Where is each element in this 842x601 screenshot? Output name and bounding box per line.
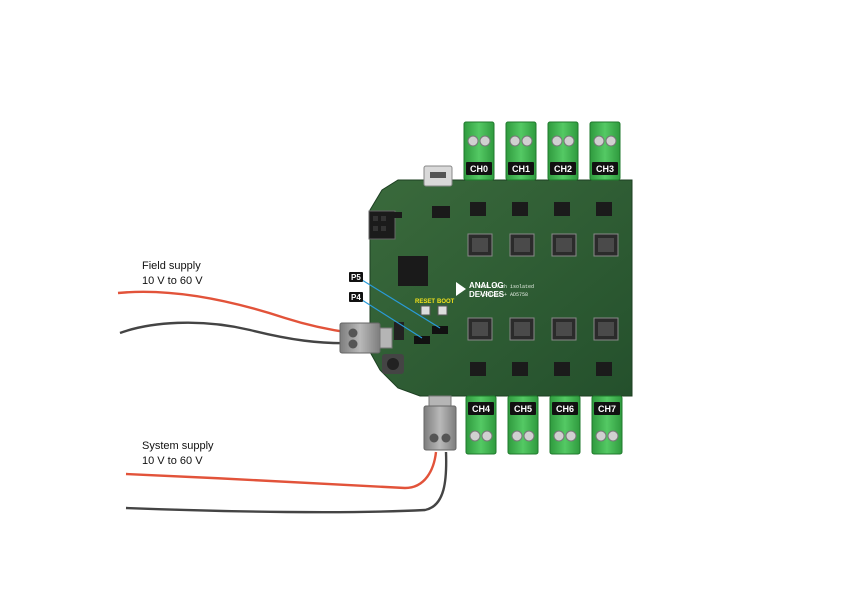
p4-callout-line	[361, 299, 423, 339]
reset-label: RESET	[415, 299, 435, 305]
p5-callout-line	[361, 279, 441, 329]
field-supply-title: Field supply	[142, 260, 201, 272]
field-supply-connector[interactable]	[339, 322, 393, 354]
ch3-label: CH3	[596, 164, 614, 174]
field-supply-range: 10 V to 60 V	[142, 275, 203, 287]
terminal-ch7[interactable]: CH7	[591, 395, 623, 455]
system-supply-range: 10 V to 60 V	[142, 455, 203, 467]
ch2-label: CH2	[554, 164, 572, 174]
analog-devices-logo-icon	[456, 282, 466, 296]
p4-tag	[349, 292, 363, 302]
field-supply-black-wire	[119, 321, 353, 345]
ch0-label: CH0	[470, 164, 488, 174]
terminal-ch3[interactable]: CH3	[589, 121, 621, 181]
system-supply-black-wire	[125, 451, 448, 514]
silkscreen-line-2: ADP1031 + AD5758	[480, 292, 528, 298]
p4-jumper	[414, 336, 430, 344]
ch5-label: CH5	[514, 404, 532, 414]
boot-button[interactable]	[437, 305, 448, 316]
p5-jumper	[432, 326, 448, 334]
terminal-ch6[interactable]: CH6	[549, 395, 581, 455]
silkscreen-line-1: 8ch ch-ch isolated	[480, 284, 534, 290]
system-supply-connector[interactable]	[423, 395, 457, 451]
ch1-label: CH1	[512, 164, 530, 174]
system-supply-title: System supply	[142, 440, 214, 452]
ch4-label: CH4	[472, 404, 490, 414]
p5-tag	[349, 272, 363, 282]
p5-label: P5	[351, 273, 361, 282]
field-supply-red-wire	[117, 290, 353, 335]
terminal-ch0[interactable]: CH0	[463, 121, 495, 181]
ch7-label: CH7	[598, 404, 616, 414]
p4-label: P4	[351, 293, 361, 302]
terminal-ch5[interactable]: CH5	[507, 395, 539, 455]
microcontroller-chip	[398, 256, 428, 286]
reset-button[interactable]	[420, 305, 431, 316]
terminal-ch1[interactable]: CH1	[505, 121, 537, 181]
terminal-ch2[interactable]: CH2	[547, 121, 579, 181]
bottom-channel-blocks	[467, 317, 619, 376]
top-channel-blocks	[467, 202, 619, 257]
system-supply-red-wire	[125, 451, 438, 490]
boot-label: BOOT	[437, 299, 455, 305]
brand-line-1: ANALOG	[469, 281, 504, 290]
brand-line-2: DEVICES	[469, 290, 505, 299]
bottom-terminal-blocks[interactable]: CH4 CH5 CH6 CH7	[465, 395, 623, 455]
field-supply-label: Field supply 10 V to 60 V	[142, 259, 203, 289]
ch6-label: CH6	[556, 404, 574, 414]
top-terminal-blocks[interactable]: CH0 CH1 CH2 CH3	[463, 121, 621, 181]
system-supply-label: System supply 10 V to 60 V	[142, 439, 214, 469]
terminal-ch4[interactable]: CH4	[465, 395, 497, 455]
